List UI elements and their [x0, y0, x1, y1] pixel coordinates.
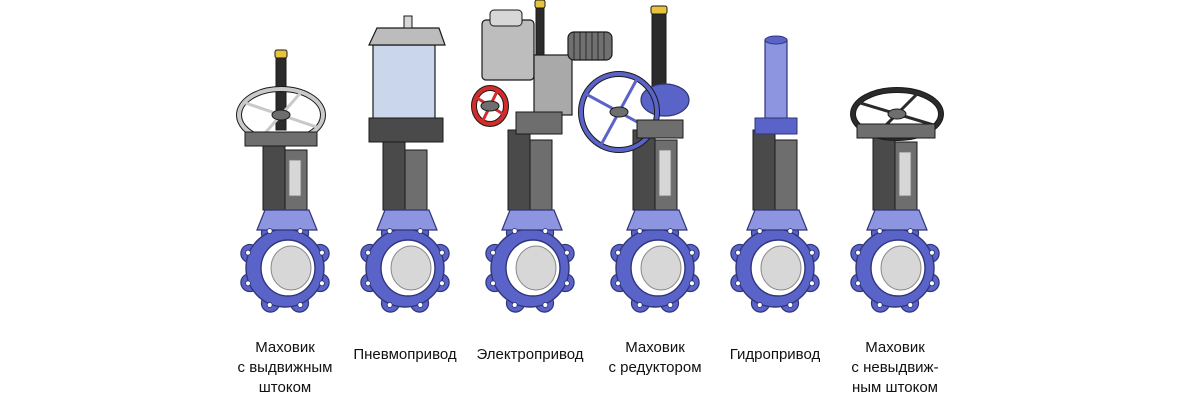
gate-plate: [898, 151, 912, 197]
gate-plate: [658, 149, 672, 197]
motor-ribbed: [567, 31, 613, 61]
valves-illustration: [236, 0, 944, 313]
stem-cap: [274, 49, 288, 59]
caption-pneumatic: Пневмопривод: [335, 345, 475, 365]
caption-hydraulic: Гидропривод: [705, 345, 845, 365]
caption-line: Маховик: [865, 339, 925, 356]
yoke: [872, 131, 918, 211]
cylinder-top-cap: [368, 27, 446, 46]
caption-handwheel-nonrising-stem: Маховик с невыдвиж-ным штоком: [825, 338, 965, 398]
stem-cap: [650, 5, 668, 15]
yoke: [382, 139, 428, 211]
caption-line: ным штоком: [851, 379, 938, 396]
stem-cap: [534, 0, 546, 9]
valve-hydraulic: [730, 35, 820, 313]
valve-handwheel-rising-stem: [236, 49, 330, 313]
caption-handwheel-gearbox: Маховик с редуктором: [585, 338, 725, 378]
caption-line: Гидропривод: [729, 346, 821, 363]
valve-body: [240, 209, 330, 313]
caption-line: Маховик: [625, 339, 685, 356]
stem: [651, 11, 667, 91]
gear-unit: [533, 54, 573, 116]
valve-handwheel-gearbox: [578, 5, 700, 313]
yoke-plate: [244, 131, 318, 147]
valve-handwheel-nonrising-stem: [850, 87, 944, 313]
caption-handwheel-rising-stem: Маховик с выдвижным штоком: [215, 338, 355, 398]
gearbox-handwheel: [578, 71, 660, 153]
cylinder-flange: [754, 117, 798, 135]
yoke: [632, 129, 678, 211]
caption-line: с выдвижным: [237, 359, 333, 376]
cylinder-bottom-flange: [368, 117, 444, 143]
valve-electric: [471, 0, 613, 313]
valve-body: [485, 209, 575, 313]
valve-body: [360, 209, 450, 313]
caption-electric: Электропривод: [460, 345, 600, 365]
caption-line: штоком: [258, 379, 312, 396]
valve-body: [850, 209, 940, 313]
yoke: [507, 129, 553, 211]
electric-motor-housing: [481, 19, 535, 81]
caption-line: Пневмопривод: [353, 346, 457, 363]
hydraulic-cylinder: [764, 39, 788, 123]
caption-line: Маховик: [255, 339, 315, 356]
yoke-plate: [856, 123, 936, 139]
caption-line: с редуктором: [608, 359, 702, 376]
gate-plate: [288, 159, 302, 197]
yoke: [752, 129, 798, 211]
manual-override-handwheel: [471, 85, 509, 127]
valve-body: [730, 209, 820, 313]
caption-line: с невыдвиж-: [851, 359, 939, 376]
valve-body: [610, 209, 700, 313]
yoke: [262, 139, 308, 211]
valve-pneumatic: [360, 15, 450, 313]
caption-line: Электропривод: [476, 346, 584, 363]
handwheel: [236, 86, 326, 144]
